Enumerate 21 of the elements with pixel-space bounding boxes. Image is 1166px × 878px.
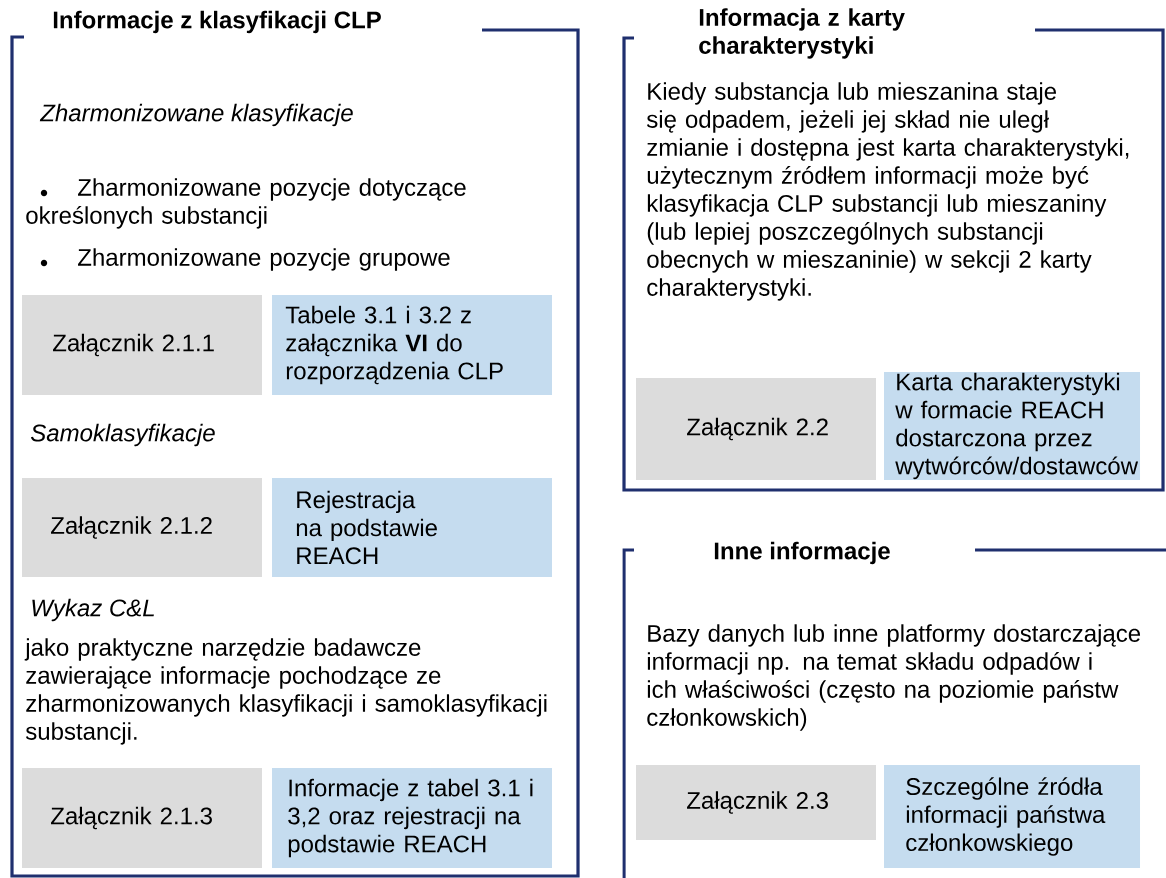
bullet-item: Zharmonizowane pozycje grupowe [40,248,450,271]
annex-box: Załącznik 2.2 [636,378,876,480]
source-box: Szczególne źródła informacji państwa członkowskiego [884,765,1140,868]
section-title: Wykaz C&L [32,598,154,622]
body-text: jako praktyczne narzędzie badawcze zawierające informacje pochodzące ze zharmonizowanych klasyfikacji i samoklasyfikacji substancji. [24,638,547,745]
panel-heading: Informacje z klasyfikacji CLP [53,10,381,34]
panel-heading: Inne informacje [714,541,890,565]
annex-box: Załącznik 2.3 [636,765,876,840]
annex-box: Załącznik 2.1.2 [22,478,262,577]
source-box: Rejestracja na podstawie REACH [272,478,552,577]
source-box: Karta charakterystyki w formacie REACH dostarczona przez wytwórców/dostawców [884,372,1140,480]
source-box: Informacje z tabel 3.1 i 3,2 oraz rejestracji na podstawie REACH [272,768,552,868]
annex-box: Załącznik 2.1.1 [22,295,262,395]
section-title: Samoklasyfikacje [30,423,215,447]
body-text: Kiedy substancja lub mieszanina staje się odpadem, jeżeli jej skład nie uległ zmianie i dostępna jest karta charakterystyki, użytecznym źródłem informacji może być klasyfikacja CLP substancji lub mieszaniny (lub lepiej poszczególnych substancji obecnych w mieszaninie) w sekcji 2 karty charakterystyki. [646,82,1129,301]
panel-heading: Informacja z karty charakterystyki [699,8,905,59]
annex-box: Załącznik 2.1.3 [22,768,262,868]
bullet-item: Zharmonizowane pozycje dotyczące określonych substancji [26,178,466,229]
section-title: Zharmonizowane klasyfikacje [39,103,353,127]
body-text: Bazy danych lub inne platformy dostarczające informacji np. na temat składu odpadów i ich właściwości (często na poziomie państw członkowskich) [647,624,1141,731]
source-box: Tabele 3.1 i 3.2 z załącznika VI do rozporządzenia CLP [272,295,552,395]
